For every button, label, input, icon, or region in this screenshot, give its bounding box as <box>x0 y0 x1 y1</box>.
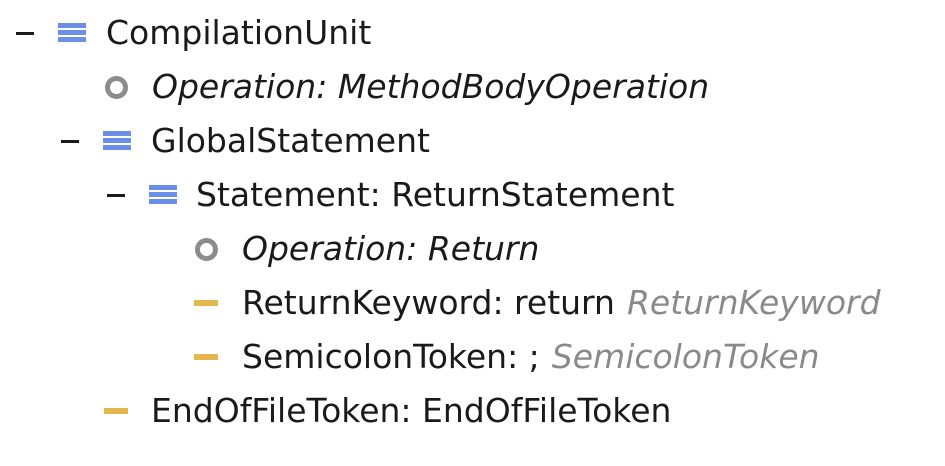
tree-node-label: ReturnKeyword: return <box>242 283 615 322</box>
list-icon <box>58 6 88 60</box>
tree-node-label-wrapper: ReturnKeyword: return ReturnKeyword <box>242 276 881 330</box>
tree-node-return-statement[interactable]: Statement: ReturnStatement <box>0 168 945 222</box>
list-icon <box>103 114 133 168</box>
dash-icon <box>194 330 224 384</box>
circle-icon <box>104 60 134 114</box>
dash-icon <box>194 276 224 330</box>
tree-node-label: GlobalStatement <box>151 121 430 160</box>
circle-icon <box>194 222 224 276</box>
tree-node-operation-return[interactable]: Operation: Return <box>0 222 945 276</box>
tree-node-return-keyword[interactable]: ReturnKeyword: return ReturnKeyword <box>0 276 945 330</box>
tree-node-label: Operation: Return <box>242 229 540 268</box>
tree-node-type-hint: SemicolonToken <box>551 337 820 376</box>
list-icon <box>149 168 179 222</box>
tree-node-label: Operation: MethodBodyOperation <box>152 67 710 106</box>
tree-node-operation-method-body[interactable]: Operation: MethodBodyOperation <box>0 60 945 114</box>
tree-node-type-hint: ReturnKeyword <box>626 283 881 322</box>
tree-node-label-wrapper: SemicolonToken: ; SemicolonToken <box>242 330 820 384</box>
tree-node-label: Statement: ReturnStatement <box>196 175 675 214</box>
collapse-toggle[interactable] <box>16 32 34 35</box>
tree-node-label: EndOfFileToken: EndOfFileToken <box>151 391 672 430</box>
dash-icon <box>104 384 134 438</box>
tree-node-semicolon-token[interactable]: SemicolonToken: ; SemicolonToken <box>0 330 945 384</box>
tree-node-label: SemicolonToken: ; <box>242 337 540 376</box>
tree-node-end-of-file-token[interactable]: EndOfFileToken: EndOfFileToken <box>0 384 945 438</box>
tree-node-label: CompilationUnit <box>106 13 372 52</box>
collapse-toggle[interactable] <box>107 194 125 197</box>
tree-node-global-statement[interactable]: GlobalStatement <box>0 114 945 168</box>
collapse-toggle[interactable] <box>61 140 79 143</box>
tree-node-compilation-unit[interactable]: CompilationUnit <box>0 6 945 60</box>
